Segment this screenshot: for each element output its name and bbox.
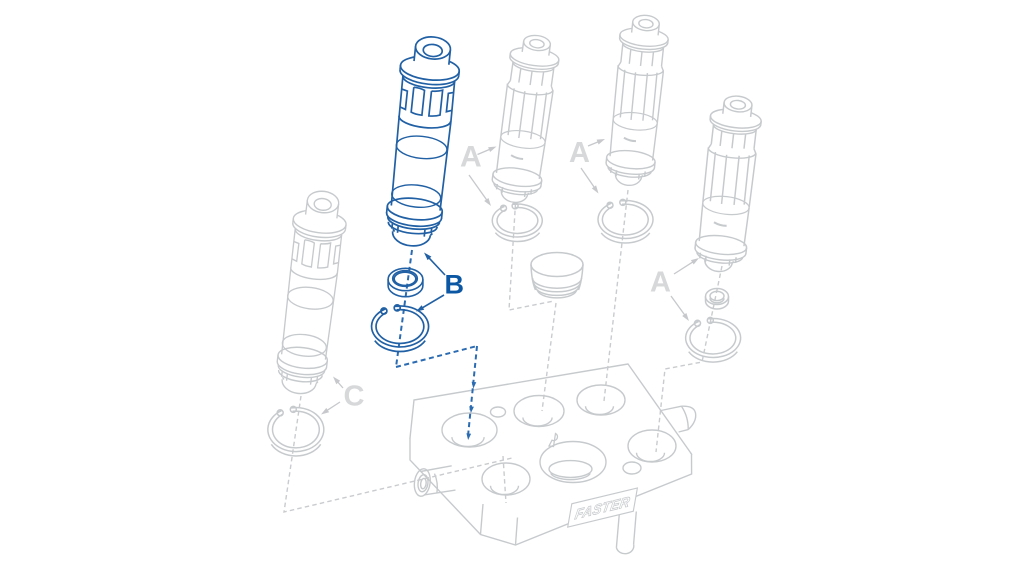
svg-text:C: C — [344, 381, 365, 413]
svg-text:A: A — [460, 141, 482, 174]
svg-text:A: A — [569, 137, 590, 169]
svg-text:B: B — [445, 270, 465, 300]
svg-text:A: A — [650, 267, 671, 299]
